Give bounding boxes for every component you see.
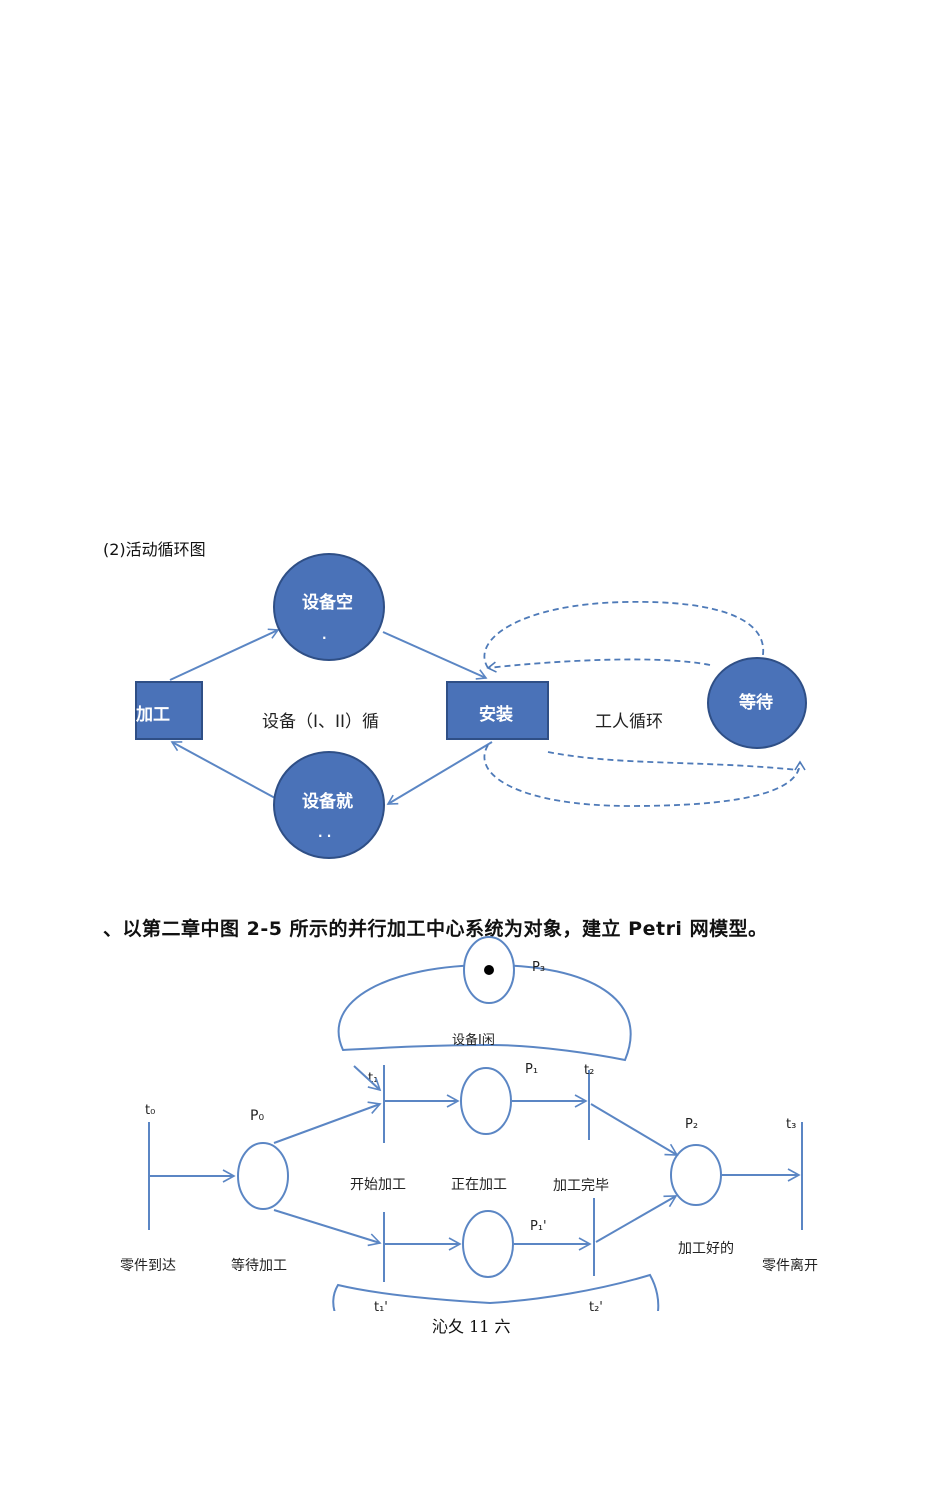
t3-label: t₃ <box>786 1117 796 1132</box>
arc-p0-to-t1 <box>273 1101 382 1144</box>
worker-loop-top-inner <box>486 658 711 673</box>
resource-arc <box>337 963 632 1062</box>
place-p1 <box>460 1067 512 1135</box>
arc-p0-to-t1prime <box>273 1209 382 1247</box>
figure-caption: 沁夂 11 六 <box>432 1317 511 1336</box>
t0-label: t₀ <box>145 1103 155 1118</box>
wait-process-label: 等待加工 <box>231 1257 287 1274</box>
equipment-cycle-label: 设备（I、II）循 <box>262 712 379 732</box>
worker-loop-bottom-inner <box>547 751 799 771</box>
parts-arrive-label: 零件到达 <box>120 1258 176 1274</box>
p1-label: P₁ <box>525 1062 538 1077</box>
process-done-label: 加工完毕 <box>553 1178 609 1194</box>
wait-node-label: 等待 <box>739 692 773 713</box>
equipment-ready-dots: · · <box>318 829 331 843</box>
worker-loop-bottom-outer <box>483 744 806 807</box>
arrow-install-to-ready <box>386 741 493 805</box>
install-box-label: 安装 <box>479 704 513 725</box>
equipment-idle-label: 设备空 <box>302 592 353 613</box>
processed-label: 加工好的 <box>678 1241 734 1257</box>
p3-label: P₃ <box>532 960 545 975</box>
worker-loop-top-outer <box>483 601 765 669</box>
wait-node <box>707 657 807 749</box>
install-box <box>446 681 549 740</box>
p2-label: P₂ <box>685 1117 698 1132</box>
equipment-idle-node <box>273 553 385 661</box>
arrow-process-to-idle <box>169 628 280 681</box>
equipment-idle-dot: · <box>322 631 327 645</box>
worker-cycle-label: 工人循环 <box>595 712 663 732</box>
processing-label: 正在加工 <box>451 1177 507 1193</box>
place-p1prime <box>462 1210 514 1278</box>
t1prime-label: t₁' <box>374 1300 388 1315</box>
arrow-ready-to-process <box>170 741 276 799</box>
resource-label: 设备I闲 <box>452 1032 495 1048</box>
section-caption: (2)活动循环图 <box>103 540 206 559</box>
start-process-label: 开始加工 <box>350 1177 406 1193</box>
t2prime-label: t₂' <box>589 1300 603 1315</box>
p1prime-label: P₁' <box>530 1219 547 1234</box>
arrow-idle-to-install <box>382 631 488 680</box>
parts-leave-label: 零件离开 <box>762 1257 818 1274</box>
process-box-label: 加工 <box>135 705 170 725</box>
arc-t2-to-p2 <box>590 1103 679 1156</box>
resource-arc-cover <box>400 1030 590 1044</box>
arc-p3-to-t1 <box>353 1065 382 1092</box>
place-p2 <box>670 1144 722 1206</box>
p0-label: P₀ <box>250 1108 264 1124</box>
t2-label: t₂ <box>584 1063 594 1078</box>
arc-t2prime-to-p2 <box>595 1195 678 1243</box>
place-p0 <box>237 1142 289 1210</box>
process-box <box>135 681 203 740</box>
equipment-ready-label: 设备就 <box>302 791 353 812</box>
bottom-resource-arc <box>332 1273 660 1311</box>
token-p3 <box>484 965 494 975</box>
question-heading: 、以第二章中图 2-5 所示的并行加工中心系统为对象，建立 Petri 网模型。 <box>103 918 768 940</box>
equipment-ready-node <box>273 751 385 859</box>
